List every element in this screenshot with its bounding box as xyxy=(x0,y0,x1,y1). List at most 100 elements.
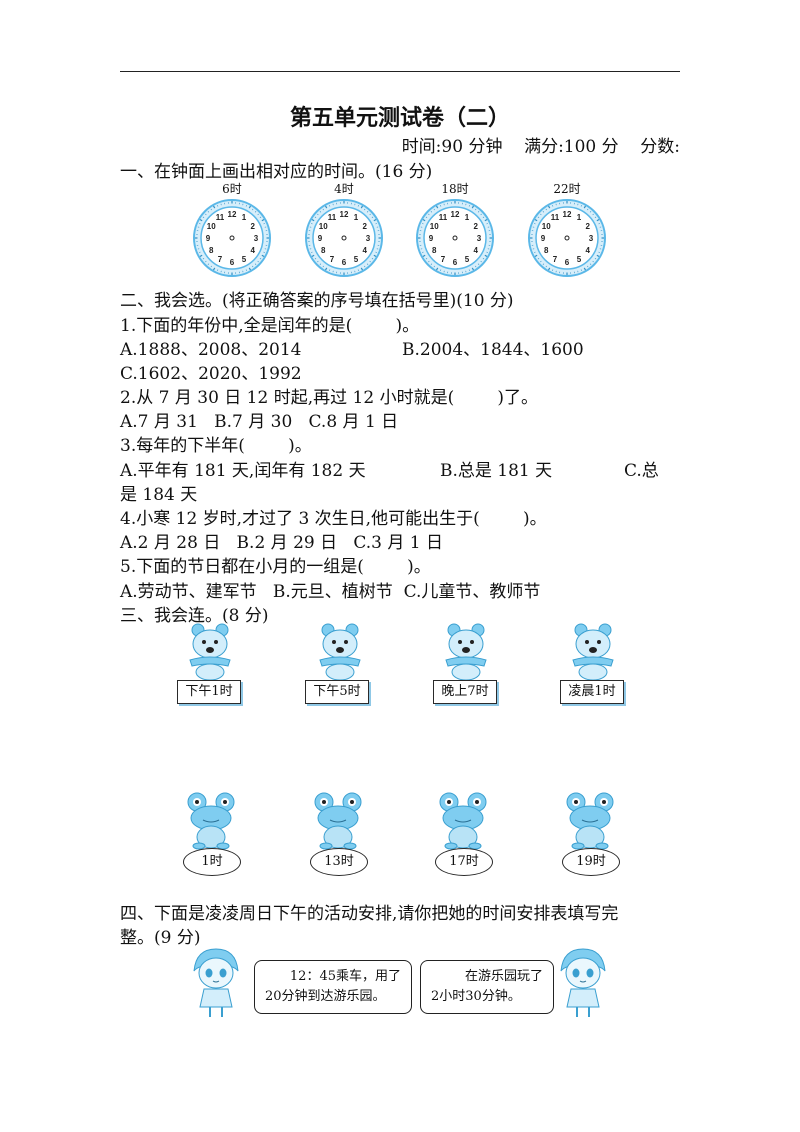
bear-figure-2 xyxy=(319,623,361,680)
q1-option-b: B.2004、1844、1600 xyxy=(402,340,584,360)
clock-numeral: 3 xyxy=(589,234,594,243)
clock-numeral: 3 xyxy=(366,234,371,243)
clock-numeral: 2 xyxy=(363,222,368,231)
section4-heading-line1: 四、下面是凌凌周日下午的活动安排,请你把她的时间安排表填写完 xyxy=(120,904,619,924)
bear-figure-3 xyxy=(445,623,487,680)
section3-heading: 三、我会连。(8 分) xyxy=(120,606,269,626)
match-top-label-2[interactable]: 下午5时 xyxy=(305,680,369,704)
top-rule xyxy=(120,71,680,72)
clock-numeral: 2 xyxy=(474,222,479,231)
match-top-label-3[interactable]: 晚上7时 xyxy=(433,680,497,704)
clock-numeral: 10 xyxy=(207,222,216,231)
clock-numeral: 12 xyxy=(228,210,237,219)
clock-numeral: 9 xyxy=(206,234,211,243)
clock-numeral: 6 xyxy=(565,258,570,267)
clock-label-3: 18时 xyxy=(441,182,469,196)
match-bottom-label-2[interactable]: 13时 xyxy=(310,848,368,876)
clock-numeral: 4 xyxy=(251,246,256,255)
clock-numeral: 6 xyxy=(342,258,347,267)
bubble-left-line2: 20分钟到达游乐园。 xyxy=(265,989,386,1004)
bear-figure-4 xyxy=(572,623,614,680)
match-bottom-label-4[interactable]: 19时 xyxy=(562,848,620,876)
clock-numeral: 4 xyxy=(363,246,368,255)
clock-numeral: 3 xyxy=(477,234,482,243)
clock-numeral: 9 xyxy=(541,234,546,243)
frog-figure-1 xyxy=(187,792,235,850)
match-bottom-label-3[interactable]: 17时 xyxy=(435,848,493,876)
frog-figure-4 xyxy=(566,792,614,850)
girl-figure-left xyxy=(193,948,239,1017)
clock-numeral: 10 xyxy=(542,222,551,231)
match-bottom-label-1[interactable]: 1时 xyxy=(183,848,241,876)
clock-numeral: 5 xyxy=(354,255,359,264)
clock-numeral: 5 xyxy=(577,255,582,264)
clock-numeral: 12 xyxy=(451,210,460,219)
page-title: 第五单元测试卷（二） xyxy=(289,105,510,131)
bubble-left-line1: 12：45乘车，用了 xyxy=(289,969,401,984)
q3-option-b: B.总是 181 天 xyxy=(440,461,553,481)
clock-label-4: 22时 xyxy=(553,182,581,196)
clock-numeral: 2 xyxy=(251,222,256,231)
clock-numeral: 4 xyxy=(586,246,591,255)
q3-option-a: A.平年有 181 天,闰年有 182 天 xyxy=(120,461,366,481)
clock-numeral: 6 xyxy=(230,258,235,267)
exam-meta: 时间:90 分钟 满分:100 分 分数: xyxy=(401,137,680,157)
q2-options: A.7 月 31 B.7 月 30 C.8 月 1 日 xyxy=(120,412,399,432)
clock-numeral: 11 xyxy=(216,213,225,222)
clock-numeral: 7 xyxy=(330,255,335,264)
clock-numeral: 2 xyxy=(586,222,591,231)
speech-bubble-left: 12：45乘车，用了 20分钟到达游乐园。 xyxy=(254,960,412,1014)
clock-numeral: 8 xyxy=(432,246,437,255)
clock-numeral: 12 xyxy=(340,210,349,219)
clock-numeral: 5 xyxy=(465,255,470,264)
question-3: 3.每年的下半年( )。 xyxy=(120,436,312,456)
girl-figure-right xyxy=(560,948,606,1017)
clock-numeral: 8 xyxy=(544,246,549,255)
q3-option-c: C.总 xyxy=(624,461,659,481)
q1-option-c: C.1602、2020、1992 xyxy=(120,364,302,384)
question-2: 2.从 7 月 30 日 12 时起,再过 12 小时就是( )了。 xyxy=(120,388,539,408)
frog-figure-2 xyxy=(314,792,362,850)
clock-numeral: 7 xyxy=(553,255,558,264)
match-top-label-1[interactable]: 下午1时 xyxy=(177,680,241,704)
clock-numeral: 9 xyxy=(318,234,323,243)
bear-figure-1 xyxy=(189,623,231,680)
q3-option-c-cont: 是 184 天 xyxy=(120,485,198,505)
clock-numeral: 8 xyxy=(321,246,326,255)
section2-heading: 二、我会选。(将正确答案的序号填在括号里)(10 分) xyxy=(120,291,514,311)
section1-heading: 一、在钟面上画出相对应的时间。(16 分) xyxy=(120,162,433,182)
clock-numeral: 7 xyxy=(218,255,223,264)
clock-numeral: 11 xyxy=(551,213,560,222)
q4-options: A.2 月 28 日 B.2 月 29 日 C.3 月 1 日 xyxy=(120,533,443,553)
speech-bubble-right: 在游乐园玩了 2小时30分钟。 xyxy=(420,960,554,1014)
question-5: 5.下面的节日都在小月的一组是( )。 xyxy=(120,557,431,577)
clock-numeral: 1 xyxy=(465,213,470,222)
clock-numeral: 10 xyxy=(319,222,328,231)
question-4: 4.小寒 12 岁时,才过了 3 次生日,他可能出生于( )。 xyxy=(120,509,547,529)
clock-numeral: 1 xyxy=(354,213,359,222)
frog-figure-3 xyxy=(439,792,487,850)
clock-label-2: 4时 xyxy=(334,182,354,196)
clock-label-1: 6时 xyxy=(222,182,242,196)
question-1: 1.下面的年份中,全是闰年的是( )。 xyxy=(120,316,420,336)
clock-numeral: 5 xyxy=(242,255,247,264)
clock-numeral: 8 xyxy=(209,246,214,255)
clock-numeral: 12 xyxy=(563,210,572,219)
clock-numeral: 10 xyxy=(430,222,439,231)
clock-numeral: 4 xyxy=(474,246,479,255)
clock-numeral: 11 xyxy=(439,213,448,222)
clock-numeral: 6 xyxy=(453,258,458,267)
clock-numeral: 9 xyxy=(429,234,434,243)
clock-numeral: 11 xyxy=(328,213,337,222)
bubble-right-line1: 在游乐园玩了 xyxy=(464,969,543,984)
section4-heading-line2: 整。(9 分) xyxy=(120,928,201,948)
clock-numeral: 3 xyxy=(254,234,259,243)
clock-numeral: 1 xyxy=(577,213,582,222)
clock-numeral: 1 xyxy=(242,213,247,222)
clock-numeral: 7 xyxy=(441,255,446,264)
match-top-label-4[interactable]: 凌晨1时 xyxy=(560,680,624,704)
